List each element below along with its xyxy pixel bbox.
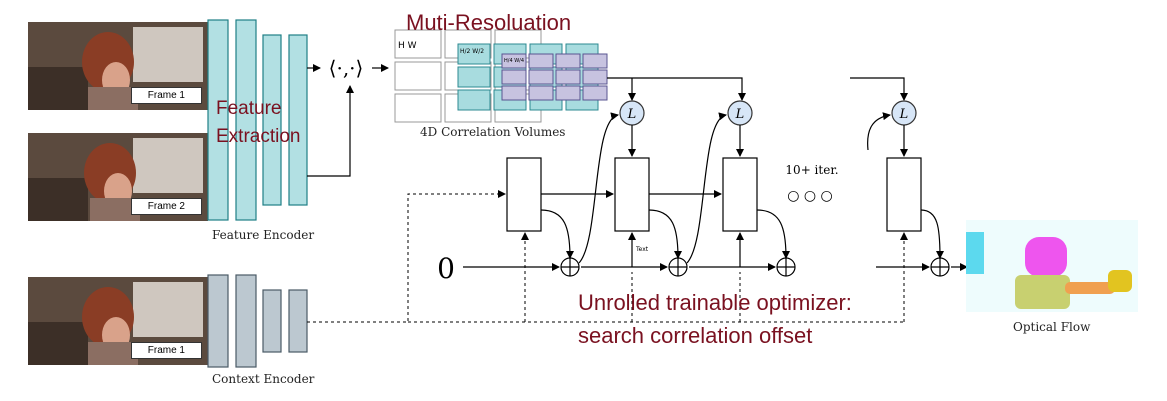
correlation-volume-grid: H W H/2 W/2 H/4 W/4: [394, 29, 608, 123]
frame1-context-label: Frame 1: [130, 342, 202, 359]
flow-head: [1025, 237, 1067, 277]
grid-cell-quarter: [528, 69, 554, 85]
iterations-ellipsis: ○ ○ ○: [787, 188, 833, 204]
grid-cell-half: [457, 66, 491, 88]
update-box-2: [614, 157, 650, 232]
dashed-context-to-box1: [307, 190, 506, 323]
frame2-label: Frame 2: [130, 198, 202, 215]
context-encoder-layer-3: [262, 289, 282, 353]
frame1-label: Frame 1: [130, 87, 202, 104]
optimizer-label-line2: search correlation offset: [578, 323, 813, 348]
feature-encoder: [207, 19, 308, 221]
feature-encoder-layer-1: [207, 19, 229, 221]
arrow-plus1-to-lookup2: [578, 112, 619, 264]
flow-body: [1015, 275, 1070, 309]
grid-cell-half: [457, 43, 491, 65]
grid-dim-full: H W: [398, 41, 417, 51]
iterations-label: 10+ iter.: [785, 163, 838, 177]
lookup-operators: L L L: [619, 100, 917, 126]
flow-left-region: [966, 232, 984, 274]
grid-cell-quarter: [501, 85, 527, 101]
optimizer-label-line1: Unrolled trainable optimizer:: [578, 290, 852, 315]
frame1-context-image: Frame 1: [28, 277, 208, 365]
grid-cell-quarter: [528, 85, 554, 101]
frame1-image: Frame 1: [28, 22, 208, 110]
correlation-volumes-caption: 4D Correlation Volumes: [420, 125, 566, 139]
update-operators: [506, 157, 922, 232]
flow-arm: [1065, 282, 1115, 294]
feature-extraction-label-line1: Feature: [216, 98, 282, 119]
feature-extraction-label-line2: Extraction: [216, 126, 301, 147]
lookup-symbol-1: L: [627, 107, 637, 122]
flow-hand: [1108, 270, 1132, 292]
lookup-symbol-2: L: [735, 107, 745, 122]
update-box-1: [506, 157, 542, 232]
grid-cell-quarter: [555, 53, 581, 69]
arrow-box2-to-plus2: [648, 209, 682, 259]
frame2-image: Frame 2: [28, 133, 208, 221]
grid-cell-quarter: [501, 53, 527, 69]
context-encoder-layer-1: [207, 274, 229, 368]
inner-product-symbol: ⟨·,·⟩: [329, 56, 364, 80]
grid-cell-quarter: [582, 85, 608, 101]
arrow-plus2-to-lookup3: [686, 112, 727, 264]
feature-encoder-caption: Feature Encoder: [212, 228, 315, 242]
grid-cell-half: [457, 89, 491, 111]
grid-cell-quarter: [555, 85, 581, 101]
grid-cell-quarter: [528, 53, 554, 69]
context-dashed-lines: [307, 190, 908, 323]
arrow-volume-to-lookup3: [850, 77, 908, 101]
grid-cell: [394, 61, 442, 91]
context-encoder-caption: Context Encoder: [212, 372, 315, 386]
grid-cell-quarter: [555, 69, 581, 85]
grid-cell-quarter: [501, 69, 527, 85]
context-encoder-layer-2: [235, 274, 257, 368]
context-encoder: [207, 274, 308, 368]
optical-flow-image: [966, 220, 1138, 312]
update-box-4: [886, 157, 922, 232]
feature-encoder-layer-3: [262, 34, 282, 206]
multi-resolution-title: Muti-Resoluation: [406, 10, 572, 35]
plus-nodes: [560, 257, 950, 277]
lookup-symbol-3: L: [899, 107, 909, 122]
feature-encoder-layer-2: [235, 19, 257, 221]
arrow-into-lookup-final: [867, 112, 891, 151]
feature-encoder-layer-4: [288, 34, 308, 206]
update-box-3: [722, 157, 758, 232]
tiny-text-label: Text: [635, 246, 649, 253]
arrow-box1-to-plus1: [540, 209, 574, 259]
grid-cell-quarter: [582, 53, 608, 69]
initial-zero: 0: [437, 252, 455, 285]
optical-flow-caption: Optical Flow: [1013, 320, 1091, 334]
grid-cell: [394, 93, 442, 123]
context-encoder-layer-4: [288, 289, 308, 353]
arrow-f2-to-product: [307, 85, 354, 177]
frame1-scene: [28, 22, 208, 110]
arrow-volume-to-lookup2: [607, 77, 746, 101]
grid-dim-half: H/2 W/2: [460, 48, 484, 55]
grid-dim-quarter: H/4 W/4: [504, 58, 524, 64]
grid-cell-quarter: [582, 69, 608, 85]
arrow-box3-to-plus3: [756, 209, 790, 259]
grid-cell: [394, 29, 442, 59]
arrow-box4-to-plus4: [920, 209, 944, 259]
